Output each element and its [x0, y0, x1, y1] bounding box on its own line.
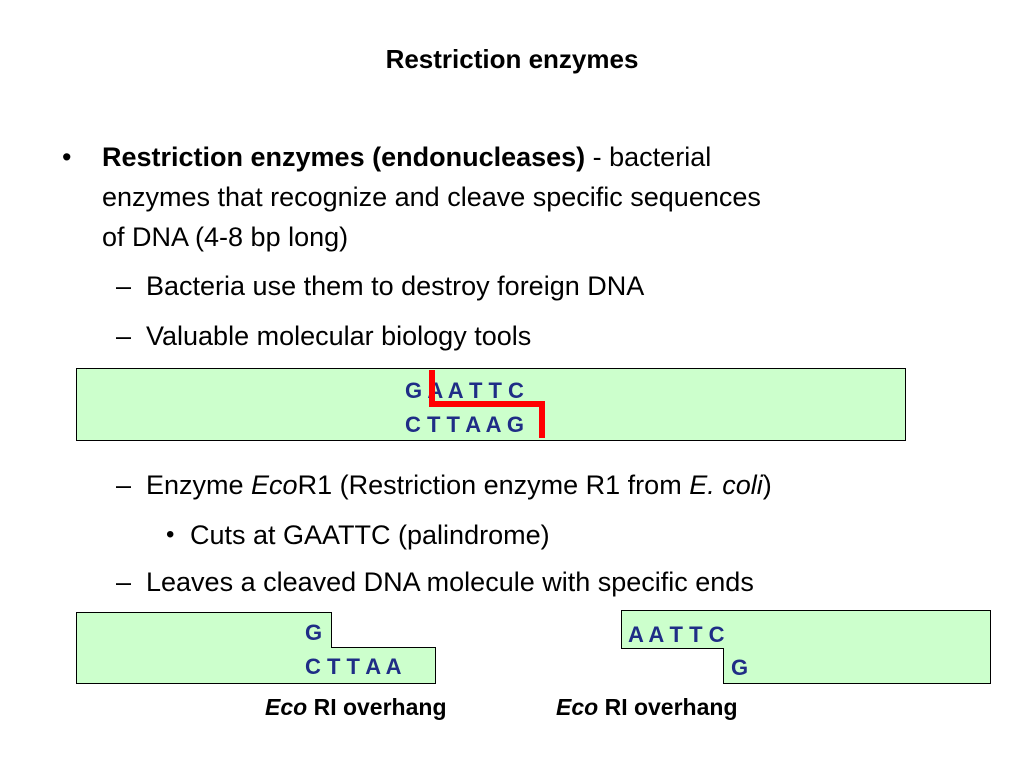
dna-top-strand: G A A T T C — [405, 378, 524, 403]
right-caption-eco: Eco — [556, 694, 599, 720]
bullet1-line2: enzymes that recognize and cleave specif… — [102, 182, 761, 212]
sub4-dash: – — [116, 567, 132, 597]
sub4-text: Leaves a cleaved DNA molecule with speci… — [146, 567, 754, 597]
subsub1-text: Cuts at GAATTC (palindrome) — [190, 520, 550, 550]
sub3-text: Enzyme EcoR1 (Restriction enzyme R1 from… — [146, 466, 772, 504]
bullet-marker: • — [62, 142, 72, 172]
subsub-marker: • — [166, 521, 175, 548]
bullet1-line3: of DNA (4-8 bp long) — [102, 222, 349, 252]
slide-title: Restriction enzymes — [385, 44, 639, 74]
left-caption-eco: Eco — [265, 694, 308, 720]
sub2-dash: – — [116, 321, 132, 351]
sub3-ecoli: E. coli — [689, 470, 763, 500]
bullet1-term: Restriction enzymes (endonucleases) — [102, 142, 586, 172]
sub1-text: Bacteria use them to destroy foreign DNA — [146, 271, 645, 301]
left-caption-rest: RI overhang — [307, 694, 447, 720]
right-fragment-bottom: G — [731, 655, 749, 680]
sub3-pre: Enzyme — [146, 470, 252, 500]
left-fragment-top: G — [305, 620, 323, 645]
sub3-dash: – — [116, 470, 132, 500]
sub3-post: ) — [762, 470, 772, 500]
dna-bottom-strand: C T T A A G — [405, 412, 524, 437]
right-caption-rest: RI overhang — [598, 694, 738, 720]
left-caption: Eco RI overhang — [265, 694, 447, 721]
sub3-eco: Eco — [251, 470, 298, 500]
right-caption: Eco RI overhang — [556, 694, 738, 721]
bullet1-line1: Restriction enzymes (endonucleases) - ba… — [102, 138, 711, 176]
sub1-dash: – — [116, 271, 132, 301]
left-fragment-bottom: C T T A A — [305, 654, 402, 679]
sub2-text: Valuable molecular biology tools — [146, 321, 532, 351]
sub3-mid: R1 (Restriction enzyme R1 from — [297, 470, 690, 500]
right-fragment-top: A A T T C — [628, 622, 725, 647]
bullet1-rest: - bacterial — [585, 142, 712, 172]
